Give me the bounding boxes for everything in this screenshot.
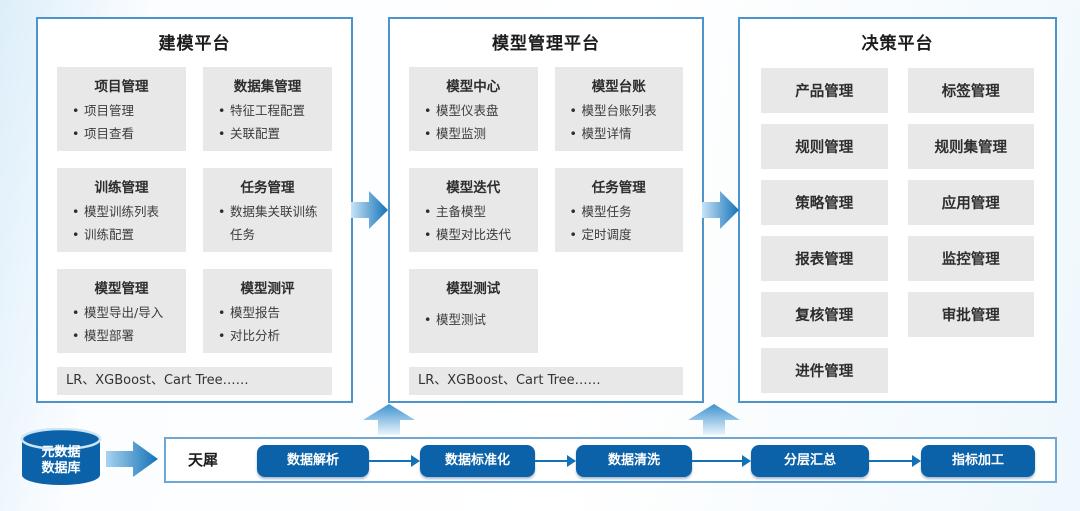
card-item: 特征工程配置 — [218, 100, 326, 123]
card-model-eval: 模型测评 模型报告 对比分析 — [203, 269, 332, 353]
card-model-ledger: 模型台账 模型台账列表 模型详情 — [554, 67, 683, 151]
platform-model-management: 模型管理平台 模型中心 模型仪表盘 模型监测 模型台账 模型台账列表 模型详情 … — [388, 17, 704, 403]
platform-decision: 决策平台 产品管理 标签管理 规则管理 规则集管理 策略管理 应用管理 报表管理… — [738, 17, 1057, 403]
card-title: 训练管理 — [94, 180, 149, 196]
tile-app-mgmt: 应用管理 — [907, 180, 1034, 225]
card-model-test: 模型测试 模型测试 — [409, 269, 538, 353]
card-items: 模型台账列表 模型详情 — [559, 100, 680, 145]
card-item: 定时调度 — [570, 224, 678, 247]
card-items: 模型仪表盘 模型监测 — [413, 100, 534, 145]
algorithms-strip: LR、XGBoost、Cart Tree…… — [57, 367, 332, 395]
tile-report-mgmt: 报表管理 — [761, 236, 888, 281]
metadata-database: 元数据 数据库 — [18, 427, 104, 486]
tile-grid: 产品管理 标签管理 规则管理 规则集管理 策略管理 应用管理 报表管理 监控管理… — [761, 68, 1034, 393]
platform-title: 决策平台 — [861, 34, 934, 54]
tile-approval-mgmt: 审批管理 — [907, 292, 1034, 337]
tile-tag-mgmt: 标签管理 — [907, 68, 1034, 113]
card-title: 模型中心 — [446, 79, 501, 95]
card-item: 项目查看 — [72, 123, 180, 146]
card-items: 主备模型 模型对比迭代 — [413, 201, 534, 246]
pipeline-connector-arrow — [692, 455, 751, 467]
card-item: 模型对比迭代 — [424, 224, 532, 247]
flow-right-arrow-icon — [702, 191, 739, 229]
pipeline-step-clean: 数据清洗 — [576, 445, 692, 477]
card-model-mgmt: 模型管理 模型导出/导入 模型部署 — [57, 269, 186, 353]
database-label: 元数据 数据库 — [18, 445, 104, 477]
platform-title: 模型管理平台 — [492, 34, 600, 54]
card-item: 关联配置 — [218, 123, 326, 146]
card-item: 对比分析 — [218, 325, 326, 348]
flow-right-arrow-icon — [351, 191, 388, 229]
card-model-iteration: 模型迭代 主备模型 模型对比迭代 — [409, 168, 538, 252]
tile-product-mgmt: 产品管理 — [761, 68, 888, 113]
card-item: 模型监测 — [424, 123, 532, 146]
card-item: 主备模型 — [424, 201, 532, 224]
card-title: 模型台账 — [591, 79, 646, 95]
algorithms-strip: LR、XGBoost、Cart Tree…… — [409, 367, 683, 395]
card-items: 模型报告 对比分析 — [207, 302, 328, 347]
card-training-mgmt: 训练管理 模型训练列表 训练配置 — [57, 168, 186, 252]
flow-up-arrow-icon — [363, 404, 415, 435]
card-title: 数据集管理 — [233, 79, 302, 95]
card-project-mgmt: 项目管理 项目管理 项目查看 — [57, 67, 186, 151]
pipeline-connector-arrow — [369, 455, 420, 467]
card-item: 模型训练列表 — [72, 201, 180, 224]
tile-rule-mgmt: 规则管理 — [761, 124, 888, 169]
db-to-pipeline-arrow-icon — [106, 441, 158, 477]
card-title: 模型管理 — [94, 281, 149, 297]
tile-ruleset-mgmt: 规则集管理 — [907, 124, 1034, 169]
card-item: 模型任务 — [570, 201, 678, 224]
card-item: 训练配置 — [72, 224, 180, 247]
pipeline-step-standardize: 数据标准化 — [420, 445, 535, 477]
card-item: 模型仪表盘 — [424, 100, 532, 123]
database-label-line1: 元数据 — [41, 445, 81, 460]
card-title: 任务管理 — [240, 180, 295, 196]
card-model-center: 模型中心 模型仪表盘 模型监测 — [409, 67, 538, 151]
database-cylinder-icon — [20, 427, 102, 485]
platform-title: 建模平台 — [158, 34, 231, 54]
card-item: 模型详情 — [570, 123, 678, 146]
pipeline-step-indicator: 指标加工 — [921, 445, 1035, 477]
tile-intake-mgmt: 进件管理 — [761, 348, 888, 393]
flow-up-arrow-icon — [688, 404, 740, 435]
card-item: 模型部署 — [72, 325, 180, 348]
platform-modeling: 建模平台 项目管理 项目管理 项目查看 数据集管理 特征工程配置 关联配置 训练… — [36, 17, 353, 403]
module-grid: 模型中心 模型仪表盘 模型监测 模型台账 模型台账列表 模型详情 模型迭代 主备… — [409, 67, 683, 353]
card-task-mgmt: 任务管理 数据集关联训练任务 — [203, 168, 332, 252]
pipeline-connector-arrow — [869, 455, 921, 467]
database-label-line2: 数据库 — [41, 461, 81, 476]
card-items: 模型测试 — [413, 309, 534, 332]
card-task-mgmt2: 任务管理 模型任务 定时调度 — [554, 168, 683, 252]
module-grid: 项目管理 项目管理 项目查看 数据集管理 特征工程配置 关联配置 训练管理 模型… — [57, 67, 332, 353]
card-title: 任务管理 — [591, 180, 646, 196]
tile-monitor-mgmt: 监控管理 — [907, 236, 1034, 281]
tile-strategy-mgmt: 策略管理 — [761, 180, 888, 225]
card-item: 模型报告 — [218, 302, 326, 325]
card-item: 数据集关联训练任务 — [218, 201, 326, 246]
card-title: 模型测试 — [446, 281, 501, 297]
card-items: 特征工程配置 关联配置 — [207, 100, 328, 145]
pipeline-step-aggregate: 分层汇总 — [751, 445, 869, 477]
card-dataset-mgmt: 数据集管理 特征工程配置 关联配置 — [203, 67, 332, 151]
card-item: 模型导出/导入 — [72, 302, 180, 325]
pipeline-bar: 天犀 数据解析 数据标准化 数据清洗 分层汇总 指标加工 — [164, 437, 1057, 483]
engine-label: 天犀 — [188, 451, 219, 469]
card-items: 模型任务 定时调度 — [559, 201, 680, 246]
card-items: 模型导出/导入 模型部署 — [61, 302, 182, 347]
tile-review-mgmt: 复核管理 — [761, 292, 888, 337]
card-items: 模型训练列表 训练配置 — [61, 201, 182, 246]
card-item: 模型台账列表 — [570, 100, 678, 123]
card-item: 项目管理 — [72, 100, 180, 123]
card-items: 数据集关联训练任务 — [207, 201, 328, 246]
pipeline-step-parse: 数据解析 — [257, 445, 369, 477]
card-items: 项目管理 项目查看 — [61, 100, 182, 145]
card-title: 模型迭代 — [446, 180, 501, 196]
card-title: 项目管理 — [94, 79, 149, 95]
card-title: 模型测评 — [240, 281, 295, 297]
card-item: 模型测试 — [424, 309, 532, 332]
pipeline-connector-arrow — [535, 455, 576, 467]
